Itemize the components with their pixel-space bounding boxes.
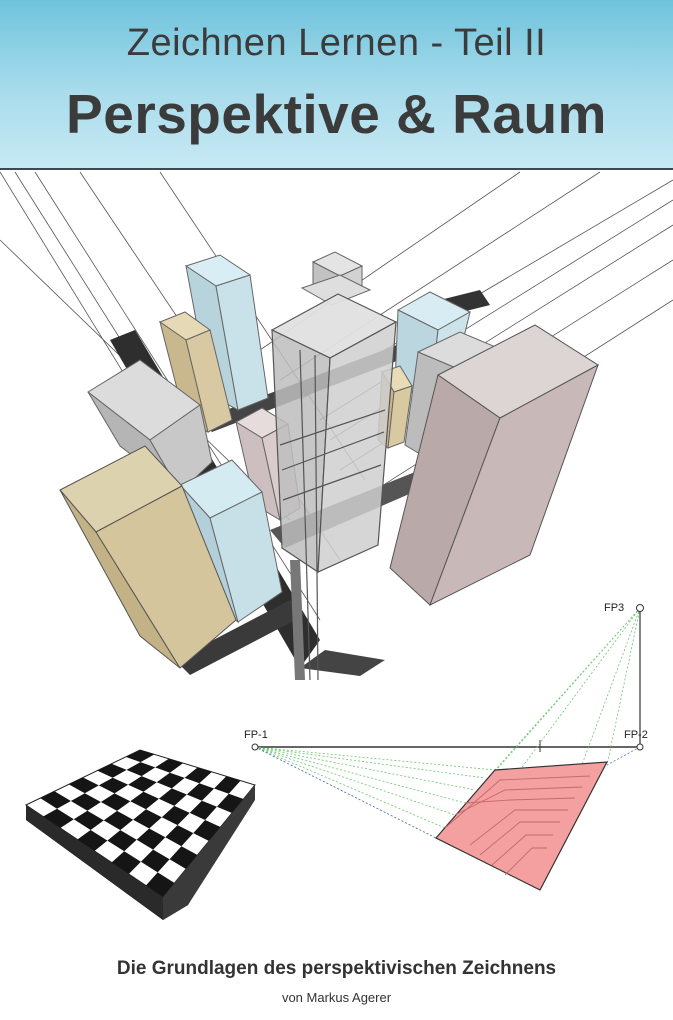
checker-cell <box>77 830 108 851</box>
checker-cell <box>155 758 184 773</box>
book-tagline: Die Grundlagen des perspektivischen Zeic… <box>116 958 557 979</box>
checker-cell <box>136 828 166 850</box>
checker-cell <box>40 791 71 809</box>
vp-left-label: FP-1 <box>244 729 268 741</box>
building-central-tower <box>270 293 398 681</box>
checker-cell <box>145 872 175 897</box>
checker-cell <box>97 763 127 778</box>
checker-cell <box>126 762 156 777</box>
cover-header: Zeichnen Lernen - Teil II Perspektive & … <box>0 0 673 170</box>
vp-right-label: FP-2 <box>624 729 648 741</box>
checker-cell <box>43 808 74 828</box>
checker-cell <box>107 830 137 852</box>
building-tan-front <box>59 445 237 669</box>
book-author: von Markus Agerer <box>281 990 392 1005</box>
checker-cell <box>158 788 187 806</box>
checker-cell <box>133 809 162 829</box>
checker-cell <box>186 783 215 801</box>
checker-cell <box>140 849 170 873</box>
checker-cell <box>216 793 244 813</box>
checker-cell <box>156 772 185 789</box>
checker-cell <box>68 777 99 794</box>
checkerboard-illustration <box>24 749 256 920</box>
checker-cell <box>130 791 159 810</box>
checker-cell <box>70 793 101 811</box>
checker-cell <box>184 767 212 784</box>
checker-cell <box>161 805 190 826</box>
checker-cell <box>100 793 131 811</box>
checker-cell <box>193 820 221 841</box>
checker-cell <box>103 810 134 831</box>
checker-cell <box>189 800 217 820</box>
vp-top-label: FP3 <box>604 602 624 614</box>
building-mauve-large <box>389 324 599 607</box>
checker-cell <box>111 851 141 874</box>
cover-illustration: FP-1 FP-2 FP3 <box>0 171 673 920</box>
book-subtitle: Zeichnen Lernen - Teil II <box>126 22 547 64</box>
staircase-diagram: FP-1 FP-2 FP3 <box>244 602 648 891</box>
book-title: Perspektive & Raum <box>66 83 607 145</box>
checker-cell <box>165 825 194 847</box>
checker-cell <box>169 846 198 869</box>
checker-cell <box>128 776 157 792</box>
checker-cell <box>125 750 155 763</box>
building-gray-back <box>300 251 372 306</box>
checker-cell <box>98 777 129 794</box>
checker-cell <box>73 810 104 830</box>
checker-cell <box>214 776 241 794</box>
